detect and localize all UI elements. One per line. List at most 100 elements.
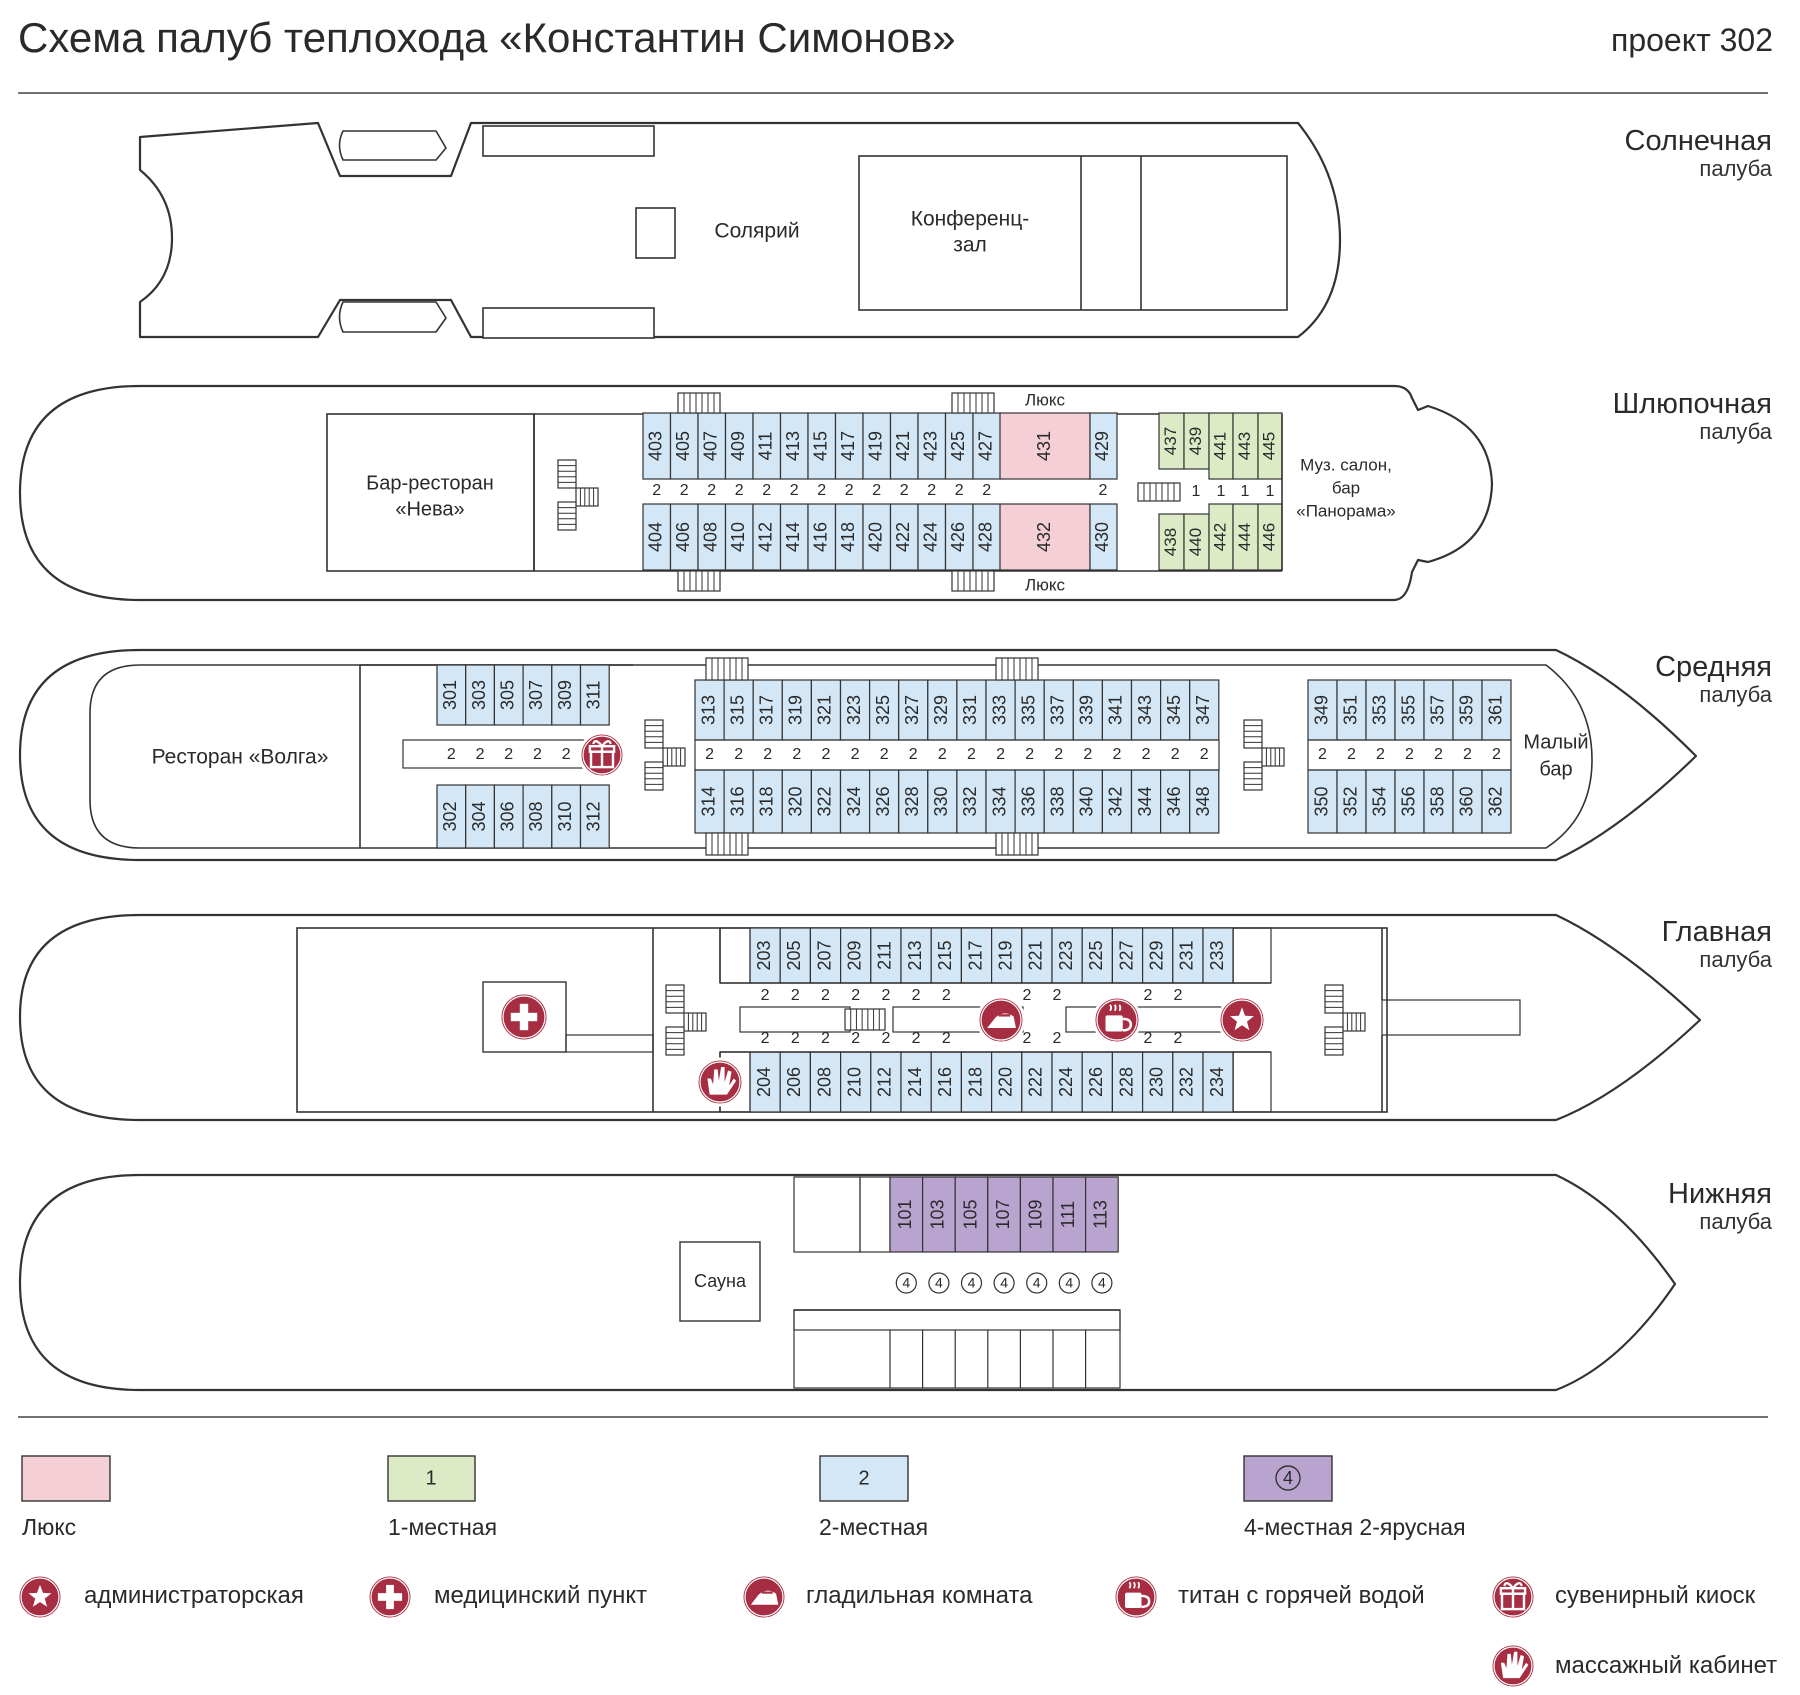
cabin-double bbox=[930, 1051, 963, 1113]
cabin-double bbox=[579, 664, 610, 726]
berth-count: 2 bbox=[791, 987, 800, 1004]
music-salon-label: «Панорама» bbox=[1296, 501, 1395, 520]
berth-count: 1 bbox=[1217, 483, 1226, 500]
cabin-double-number: 315 bbox=[727, 695, 747, 725]
cabin-single-number: 443 bbox=[1235, 432, 1254, 460]
bow-storage bbox=[1381, 999, 1521, 1036]
cabin-double-number: 343 bbox=[1135, 695, 1155, 725]
berth-quad-ring bbox=[895, 1272, 917, 1294]
souvenir-kiosk-icon-ring bbox=[582, 735, 622, 775]
cabin-double bbox=[1021, 927, 1053, 984]
massage-room-icon-ring bbox=[699, 1061, 741, 1103]
cabin-double-number: 310 bbox=[555, 801, 575, 831]
cabin-double-number: 226 bbox=[1086, 1067, 1106, 1097]
berth-count: 2 bbox=[504, 746, 513, 763]
cabin-double bbox=[579, 784, 610, 849]
legend-titan-icon-ring bbox=[1116, 1577, 1156, 1617]
berth-count: 2 bbox=[851, 1030, 860, 1047]
berth-count: 4 bbox=[1065, 1275, 1073, 1291]
stairs bbox=[677, 392, 721, 414]
cabin-double bbox=[551, 784, 582, 849]
berth-count: 1 bbox=[1192, 483, 1201, 500]
lifeboat bbox=[338, 301, 447, 333]
deck-sub: палуба bbox=[1699, 682, 1772, 707]
cabin-double-number: 218 bbox=[965, 1067, 985, 1097]
cabin-double-number: 216 bbox=[935, 1067, 955, 1097]
berth-count: 2 bbox=[705, 746, 714, 763]
berth-count: 2 bbox=[1053, 987, 1062, 1004]
ironing-room-icon bbox=[976, 995, 1026, 1045]
berth-count: 2 bbox=[881, 987, 890, 1004]
cabin-single bbox=[1257, 412, 1283, 480]
cabin-double bbox=[944, 412, 974, 480]
cabin-double bbox=[779, 1051, 812, 1113]
titan-hot-water-icon-ring bbox=[1096, 999, 1138, 1041]
cabin-double-number: 212 bbox=[875, 1067, 895, 1097]
cabin-double-number: 320 bbox=[786, 786, 806, 816]
cabin-double-number: 362 bbox=[1485, 786, 1505, 816]
berth-count: 2 bbox=[447, 746, 456, 763]
berth-count: 1 bbox=[1266, 483, 1275, 500]
cabin-double-number: 419 bbox=[866, 431, 886, 461]
stairs bbox=[662, 747, 686, 767]
cabin-double-number: 232 bbox=[1177, 1067, 1197, 1097]
legend-quad-label: 4-местная 2-ярусная bbox=[1244, 1514, 1466, 1540]
legend-souvenir-label: сувенирный киоск bbox=[1555, 1582, 1756, 1609]
stairs bbox=[1137, 482, 1181, 502]
stairs bbox=[1324, 984, 1344, 1014]
stairs bbox=[683, 1012, 707, 1032]
massage-room-icon bbox=[695, 1057, 745, 1107]
cabin-double-number: 415 bbox=[811, 431, 831, 461]
legend-massage-icon bbox=[1489, 1642, 1537, 1690]
berth-count: 2 bbox=[996, 746, 1005, 763]
sun-bench bbox=[482, 307, 655, 339]
stairs bbox=[557, 459, 577, 489]
cabin-double-number: 353 bbox=[1369, 695, 1389, 725]
lower-deck-hull bbox=[18, 1173, 1677, 1392]
cabin-double-number: 429 bbox=[1092, 431, 1112, 461]
cabin-double bbox=[889, 503, 919, 571]
cabin-double bbox=[465, 664, 496, 726]
page-title: Схема палуб теплохода «Константин Симоно… bbox=[18, 14, 956, 61]
cabin-double-number: 311 bbox=[584, 681, 604, 710]
small-bar-label: бар bbox=[1539, 758, 1572, 780]
cabin-double bbox=[972, 412, 1002, 480]
cabin-double-number: 233 bbox=[1207, 940, 1227, 970]
cabin-single-number: 446 bbox=[1259, 523, 1278, 551]
cabin-double-number: 329 bbox=[931, 695, 951, 725]
cabin-double-number: 330 bbox=[931, 786, 951, 816]
berth-count: 2 bbox=[734, 746, 743, 763]
berth-count: 2 bbox=[533, 746, 542, 763]
legend-lux-swatch bbox=[21, 1455, 111, 1502]
cabin-double-number: 322 bbox=[815, 786, 835, 816]
cabin-double-number: 205 bbox=[784, 940, 804, 970]
berth-count: 2 bbox=[761, 1030, 770, 1047]
legend-medical-label: медицинский пункт bbox=[434, 1582, 648, 1609]
cabin-double bbox=[749, 1051, 781, 1113]
sauna-label: Сауна bbox=[694, 1271, 747, 1291]
lifeboat bbox=[338, 130, 447, 161]
cabin-double bbox=[870, 1051, 902, 1113]
cabin-single-number: 437 bbox=[1161, 427, 1180, 455]
cabin-double-number: 358 bbox=[1427, 786, 1447, 816]
deck-label-lower: Нижняя палуба bbox=[1668, 1179, 1772, 1235]
sauna bbox=[679, 1241, 761, 1322]
cabin-double-number: 229 bbox=[1146, 940, 1166, 970]
cabin-double bbox=[465, 784, 496, 849]
sun-bench bbox=[482, 125, 655, 157]
cabin-double-number: 346 bbox=[1164, 786, 1184, 816]
cabin-quad-number: 107 bbox=[993, 1199, 1013, 1229]
cabin-single bbox=[1158, 513, 1185, 571]
cabin-double bbox=[436, 664, 467, 726]
solarium-label: Солярий bbox=[714, 220, 799, 243]
cabin-double-number: 308 bbox=[526, 801, 546, 831]
admin-office-icon-ring bbox=[1221, 999, 1263, 1041]
stairs bbox=[665, 984, 685, 1014]
cabin-double-number: 326 bbox=[873, 786, 893, 816]
cabin-double-number: 317 bbox=[757, 695, 777, 725]
cabin-double bbox=[1336, 679, 1367, 741]
cabin-double-number: 406 bbox=[673, 522, 693, 552]
cabin-double-number: 352 bbox=[1340, 786, 1360, 816]
berth-count: 4 bbox=[935, 1275, 943, 1291]
cabin-double-number: 408 bbox=[701, 522, 721, 552]
